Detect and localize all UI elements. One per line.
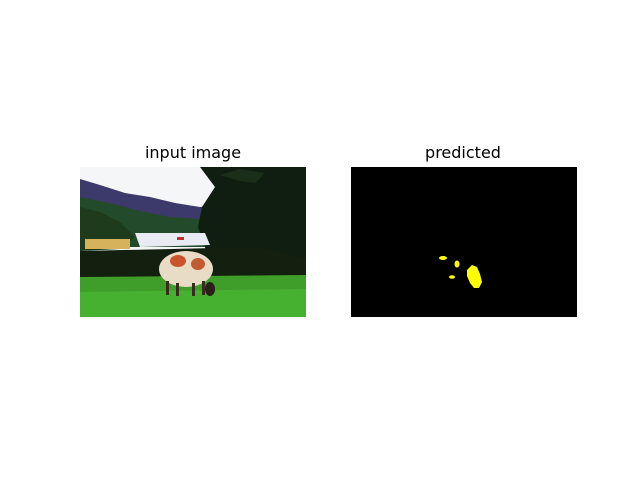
mask-background (351, 167, 577, 317)
sheep-leg (176, 283, 179, 296)
mask-blob-main (467, 265, 482, 288)
mask-blob (449, 275, 455, 279)
sheep-head (205, 282, 215, 296)
sheep-marking-2 (191, 258, 205, 270)
predicted-mask (351, 167, 577, 317)
sheep-marking (170, 255, 186, 267)
input-image-title: input image (144, 143, 242, 162)
predicted-panel (351, 167, 577, 317)
sheep-leg (192, 283, 195, 296)
predicted-title: predicted (425, 143, 501, 162)
boat (177, 237, 184, 240)
sheep-leg (202, 281, 205, 295)
mask-blob (454, 260, 460, 268)
tree-branches (220, 169, 265, 183)
input-image-panel (80, 167, 306, 317)
mask-blob (439, 256, 447, 260)
sheep (159, 251, 215, 296)
lake (135, 233, 210, 247)
reeds (85, 239, 130, 249)
sheep-leg (166, 281, 169, 295)
input-image (80, 167, 306, 317)
grass-foreground (80, 289, 306, 317)
